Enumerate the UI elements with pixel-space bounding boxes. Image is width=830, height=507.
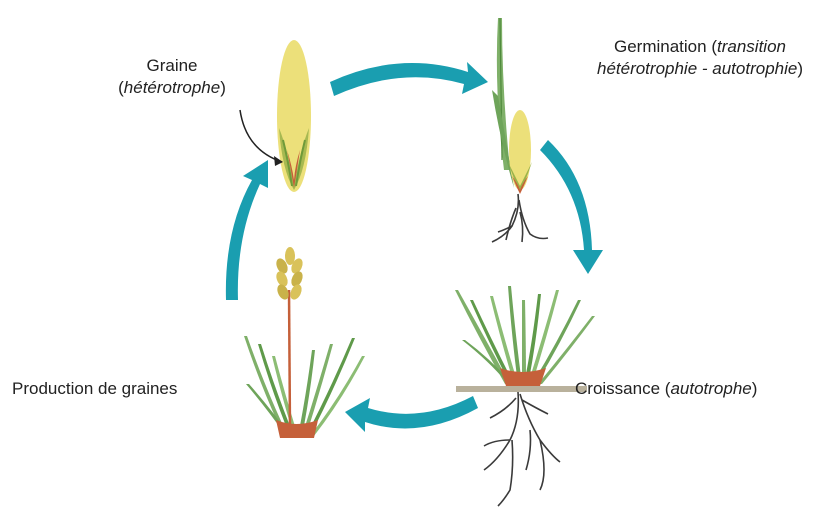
germination-title: Germination xyxy=(614,37,707,56)
cycle-arrow-icon xyxy=(330,62,488,96)
paren-close: ) xyxy=(220,78,226,97)
croissance-label: Croissance (autotrophe) xyxy=(575,378,757,400)
croissance-title: Croissance xyxy=(575,379,660,398)
paren-close: ) xyxy=(797,59,803,78)
cycle-arrow-icon xyxy=(345,396,478,432)
production-title: Production de graines xyxy=(12,379,177,398)
graine-label: Graine (hétérotrophe) xyxy=(112,55,232,99)
germination-italic-1: transition xyxy=(717,37,786,56)
root-icon xyxy=(484,392,560,506)
stem xyxy=(289,290,290,430)
grass-tuft-icon xyxy=(455,286,595,386)
germination-line-1: Germination (transition xyxy=(560,36,830,58)
pointer-arrow xyxy=(240,110,282,162)
graine-subtitle: (hétérotrophe) xyxy=(112,77,232,99)
germination-line-2: hétérotrophie - autotrophie) xyxy=(560,58,830,80)
seedling-icon xyxy=(492,18,532,194)
graine-subtitle-italic: hétérotrophe xyxy=(124,78,220,97)
root-icon xyxy=(492,194,548,242)
graine-title: Graine xyxy=(112,55,232,77)
cycle-arrow-icon xyxy=(540,140,603,274)
germination-italic-2: hétérotrophie - autotrophie xyxy=(597,59,797,78)
grass-tuft-icon xyxy=(244,336,365,438)
cycle-arrow-icon xyxy=(226,160,268,300)
production-label: Production de graines xyxy=(12,378,177,400)
croissance-italic: autotrophe xyxy=(670,379,751,398)
soil-line xyxy=(456,386,587,392)
seed-icon xyxy=(277,40,311,192)
paren-close: ) xyxy=(752,379,758,398)
germination-label: Germination (transition hétérotrophie - … xyxy=(560,36,830,80)
